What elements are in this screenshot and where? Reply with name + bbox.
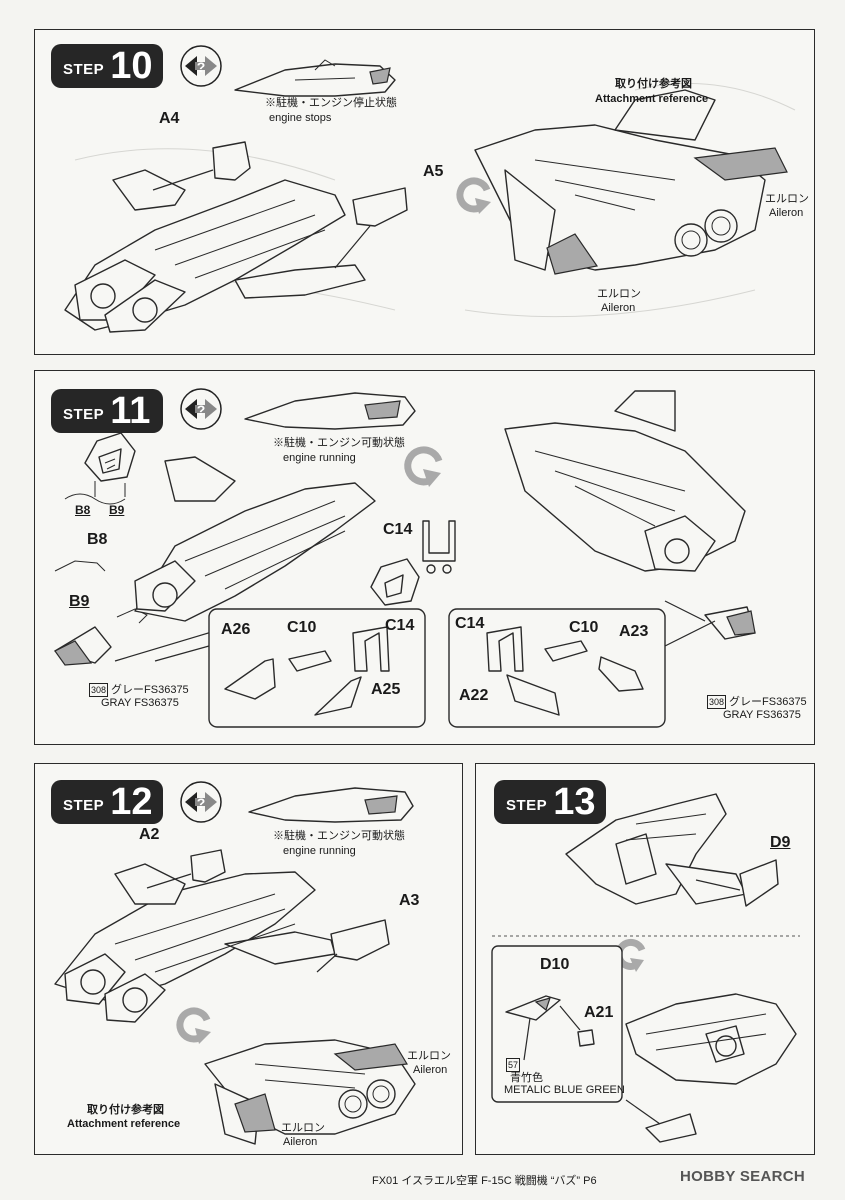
paint-code: 308: [707, 695, 727, 709]
part-label-a22: A22: [459, 687, 489, 704]
reference-jp: 取り付け参考図: [87, 1104, 164, 1116]
part-label-c14-right: C14: [455, 615, 485, 632]
aileron-jp-2: エルロン: [281, 1122, 325, 1134]
condition-jp: ※駐機・エンジン可動状態: [273, 437, 405, 449]
part-label-a2: A2: [139, 826, 160, 843]
step-13-badge: STEP 13: [494, 780, 606, 824]
part-label-a25: A25: [371, 681, 401, 698]
step-10-badge: STEP 10: [51, 44, 163, 88]
watermark: HOBBY SEARCH: [680, 1168, 806, 1185]
part-label-b9-small: B9: [109, 503, 125, 517]
step-number: 10: [110, 45, 153, 87]
part-label-d9: D9: [770, 834, 791, 851]
step-label: STEP: [63, 796, 105, 814]
part-label-a3: A3: [399, 892, 420, 909]
part-label-d10: D10: [540, 956, 570, 973]
step-12-badge: STEP 12: [51, 780, 163, 824]
svg-text:?: ?: [197, 402, 206, 418]
step-label: STEP: [506, 796, 548, 814]
condition-jp: ※駐機・エンジン停止状態: [265, 97, 397, 109]
condition-en: engine running: [283, 845, 356, 857]
part-label-a5: A5: [423, 163, 444, 180]
reference-en: Attachment reference: [595, 93, 709, 105]
aileron-en-1: Aileron: [413, 1064, 448, 1076]
step-10-illustration: ?: [64, 45, 796, 333]
paint-jp: グレーFS36375: [729, 696, 807, 708]
step-13-illustration: [491, 793, 800, 1143]
aileron-jp-2: エルロン: [597, 288, 641, 300]
part-label-c14-left: C14: [385, 617, 415, 634]
paint-right-en: GRAY FS36375: [723, 709, 801, 721]
svg-text:?: ?: [197, 795, 206, 811]
part-label-c10-left: C10: [287, 619, 317, 636]
part-label-a26: A26: [221, 621, 251, 638]
step-number: 13: [553, 781, 596, 823]
part-label-b9: B9: [69, 593, 90, 610]
aileron-en-1: Aileron: [769, 207, 804, 219]
part-label-b8: B8: [87, 531, 108, 548]
part-label-c10-right: C10: [569, 619, 599, 636]
paint-jp: 青竹色: [510, 1072, 543, 1084]
step-11-panel: ?: [34, 370, 815, 745]
step-number: 11: [110, 390, 151, 432]
paint-code: 308: [89, 683, 109, 697]
part-label-b8-small: B8: [75, 503, 91, 517]
paint-en: METALIC BLUE GREEN: [504, 1084, 625, 1096]
step-label: STEP: [63, 405, 105, 423]
part-label-a4: A4: [159, 110, 180, 127]
aileron-jp-1: エルロン: [407, 1050, 451, 1062]
part-label-a21: A21: [584, 1004, 614, 1021]
part-label-c14-main: C14: [383, 521, 413, 538]
step-12-panel: ? STEP 12 ※駐機・エンジン可動状態 engine running: [34, 763, 463, 1155]
step-13-panel: STEP 13 D9 D10 A21 57 青竹色 METALIC BLUE G…: [475, 763, 815, 1155]
part-label-a23: A23: [619, 623, 649, 640]
reference-en: Attachment reference: [67, 1118, 181, 1130]
aileron-en-2: Aileron: [283, 1136, 318, 1148]
svg-text:?: ?: [197, 59, 206, 75]
page-footer: FX01 イスラエル空軍 F-15C 戦闘機 “バズ” P6: [372, 1175, 597, 1187]
aileron-en-2: Aileron: [601, 302, 636, 314]
paint-jp: グレーFS36375: [111, 684, 189, 696]
reference-jp: 取り付け参考図: [615, 78, 692, 90]
step-11-badge: STEP 11: [51, 389, 163, 433]
paint-left-en: GRAY FS36375: [101, 697, 179, 709]
paint-code-row: 57: [506, 1058, 523, 1072]
step-label: STEP: [63, 60, 105, 78]
step-10-panel: ? STEP 10 ※駐機・エンジン停止状態 engine stops A4 A…: [34, 29, 815, 355]
condition-en: engine running: [283, 452, 356, 464]
paint-code: 57: [506, 1058, 521, 1072]
step-number: 12: [110, 781, 153, 823]
aileron-jp-1: エルロン: [765, 193, 809, 205]
condition-en: engine stops: [269, 112, 332, 124]
step-12-illustration: ?: [54, 781, 416, 1145]
condition-jp: ※駐機・エンジン可動状態: [273, 830, 405, 842]
step-11-illustration: ?: [54, 388, 756, 728]
